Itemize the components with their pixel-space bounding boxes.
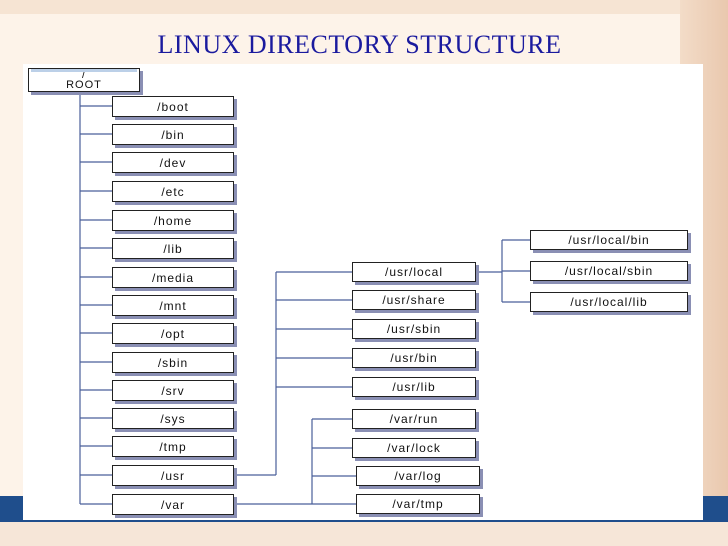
dir-usr-sbin: /usr/sbin <box>352 319 476 339</box>
dir-usr-local: /usr/local <box>352 262 476 282</box>
dir-label: /srv <box>161 383 185 398</box>
dir-label: /usr/local/bin <box>568 233 650 247</box>
dir-label: /bin <box>161 127 185 142</box>
dir-var-run: /var/run <box>352 409 476 429</box>
dir-label: /boot <box>157 99 189 114</box>
dir-usr: /usr <box>112 465 234 486</box>
dir-usr-bin: /usr/bin <box>352 348 476 368</box>
dir-tmp: /tmp <box>112 436 234 457</box>
dir-boot: /boot <box>112 96 234 117</box>
background-top-strip <box>0 0 728 14</box>
dir-label: /lib <box>163 241 183 256</box>
dir-srv: /srv <box>112 380 234 401</box>
dir-bin: /bin <box>112 124 234 145</box>
dir-label: /usr/local/sbin <box>564 264 654 278</box>
dir-label: /home <box>153 213 193 228</box>
dir-label: /mnt <box>159 298 187 313</box>
dir-label: /dev <box>159 155 187 170</box>
dir-label: /media <box>151 270 195 285</box>
dir-label: /usr/lib <box>392 380 436 394</box>
dir-usr-local-sbin: /usr/local/sbin <box>530 261 688 281</box>
dir-sys: /sys <box>112 408 234 429</box>
root-label: ROOT <box>66 79 102 91</box>
dir-label: /var/lock <box>387 441 441 455</box>
dir-usr-local-lib: /usr/local/lib <box>530 292 688 312</box>
dir-label: /var/tmp <box>392 497 444 511</box>
dir-mnt: /mnt <box>112 295 234 316</box>
dir-label: /var <box>160 497 185 512</box>
dir-sbin: /sbin <box>112 352 234 373</box>
dir-lib: /lib <box>112 238 234 259</box>
dir-label: /var/log <box>394 469 442 483</box>
root-node: / ROOT <box>28 68 140 92</box>
dir-usr-local-bin: /usr/local/bin <box>530 230 688 250</box>
dir-label: /tmp <box>159 439 187 454</box>
dir-label: /usr/local <box>384 265 444 279</box>
dir-var-lock: /var/lock <box>352 438 476 458</box>
dir-label: /sys <box>160 411 186 426</box>
dir-home: /home <box>112 210 234 231</box>
root-node-header-bar <box>31 69 137 72</box>
dir-media: /media <box>112 267 234 288</box>
dir-label: /opt <box>160 326 185 341</box>
dir-var-tmp: /var/tmp <box>356 494 480 514</box>
dir-var-log: /var/log <box>356 466 480 486</box>
dir-label: /usr/bin <box>390 351 438 365</box>
slide-title: LINUX DIRECTORY STRUCTURE <box>157 30 562 59</box>
root-slash: / <box>81 69 87 81</box>
dir-etc: /etc <box>112 181 234 202</box>
background-bottom-strip <box>0 522 728 546</box>
dir-label: /var/run <box>389 412 439 426</box>
dir-label: /sbin <box>157 355 189 370</box>
dir-label: /usr/share <box>382 293 446 307</box>
dir-opt: /opt <box>112 323 234 344</box>
dir-usr-share: /usr/share <box>352 290 476 310</box>
dir-dev: /dev <box>112 152 234 173</box>
dir-label: /usr <box>160 468 185 483</box>
dir-label: /usr/sbin <box>386 322 442 336</box>
dir-label: /usr/local/lib <box>570 295 648 309</box>
dir-usr-lib: /usr/lib <box>352 377 476 397</box>
dir-label: /etc <box>161 184 185 199</box>
dir-var: /var <box>112 494 234 515</box>
